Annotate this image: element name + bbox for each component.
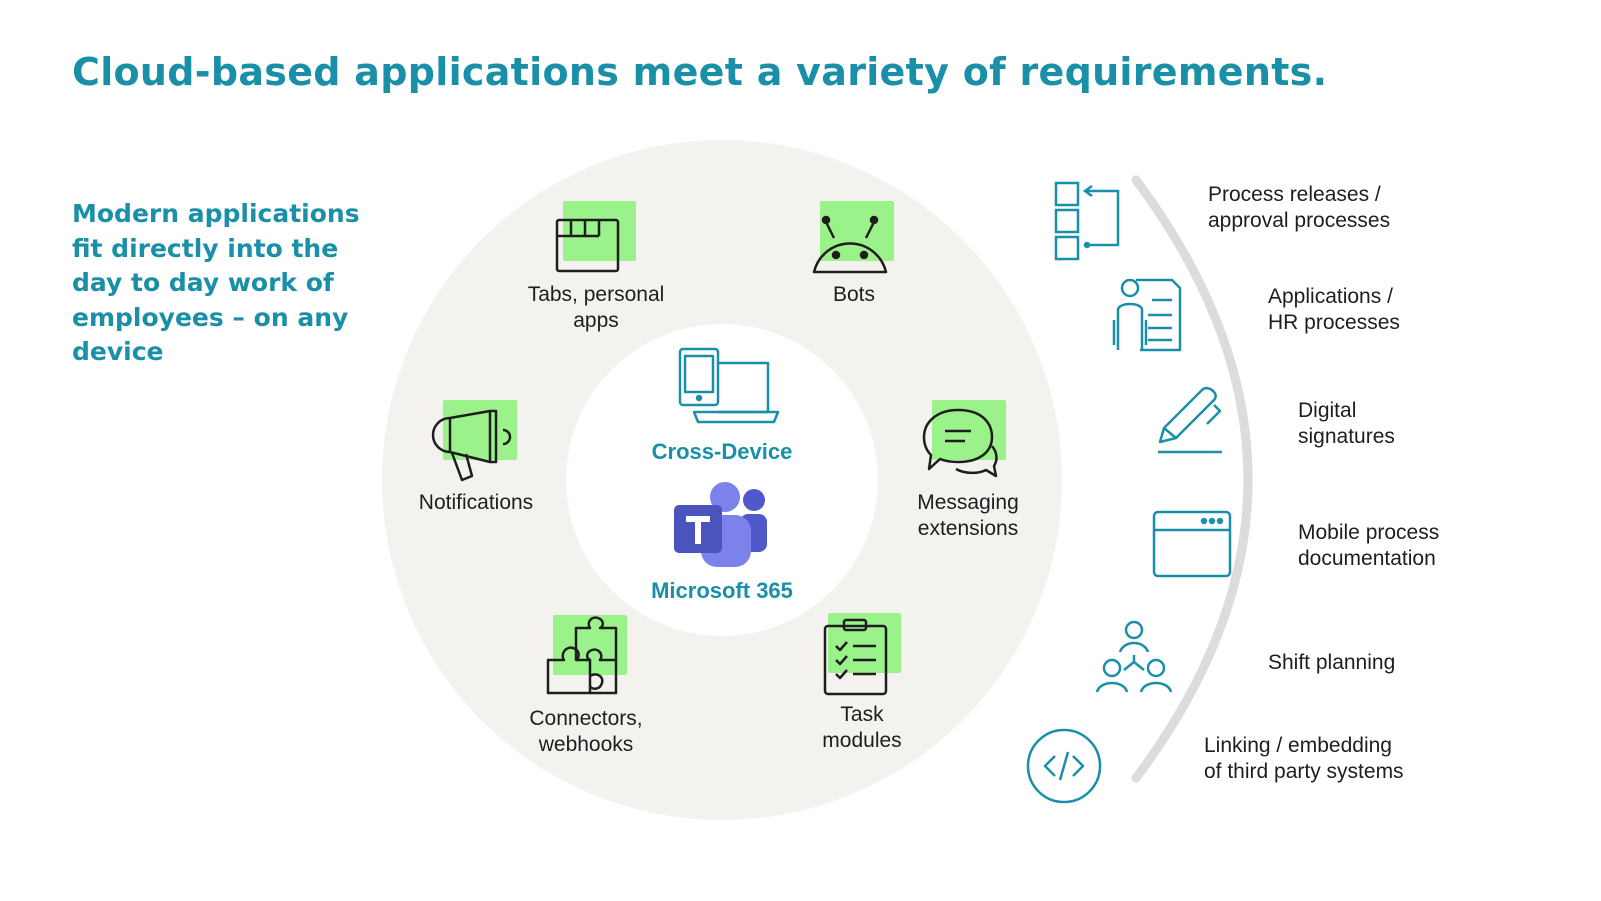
requirement-signatures-label: Digital signatures <box>1298 399 1395 448</box>
ring-item-task-label: Task modules <box>822 703 902 752</box>
puzzle-icon <box>546 616 618 695</box>
browser-window-icon <box>1152 510 1232 578</box>
page-title: Cloud-based applications meet a variety … <box>72 50 1328 94</box>
requirement-hr-label: Applications / HR processes <box>1268 285 1400 334</box>
ring-item-notifications-label: Notifications <box>418 491 534 514</box>
code-circle-icon <box>1026 728 1102 804</box>
pen-signature-icon <box>1158 386 1222 454</box>
requirements-arc <box>1131 175 1253 783</box>
ring-item-messaging-label: Messaging extensions <box>917 491 1019 540</box>
teams-logo-icon <box>674 482 767 567</box>
tabs-window-icon <box>555 218 620 273</box>
requirement-linking-label: Linking / embedding of third party syste… <box>1204 734 1404 783</box>
checklist-clipboard-icon <box>823 618 888 696</box>
cross-device-label: Cross-Device <box>651 439 793 464</box>
page-subtitle: Modern applications fit directly into th… <box>72 199 360 366</box>
inner-circle <box>566 324 878 636</box>
workflow-icon <box>1054 181 1120 261</box>
megaphone-icon <box>431 409 512 482</box>
tablet-laptop-icon <box>678 347 780 424</box>
android-robot-icon <box>812 215 888 274</box>
person-document-icon <box>1112 278 1182 352</box>
ring-item-bots-label: Bots <box>832 283 876 306</box>
ring-item-connectors-label: Connectors, webhooks <box>529 707 643 756</box>
chat-bubbles-icon <box>922 408 998 478</box>
team-hierarchy-icon <box>1095 620 1173 693</box>
requirement-process-releases-label: Process releases / approval processes <box>1208 183 1391 232</box>
platform-label: Microsoft 365 <box>651 578 793 603</box>
requirement-shift-planning-label: Shift planning <box>1268 651 1396 674</box>
ring-item-tabs-label: Tabs, personal apps <box>527 283 665 332</box>
requirement-documentation-label: Mobile process documentation <box>1298 521 1440 570</box>
